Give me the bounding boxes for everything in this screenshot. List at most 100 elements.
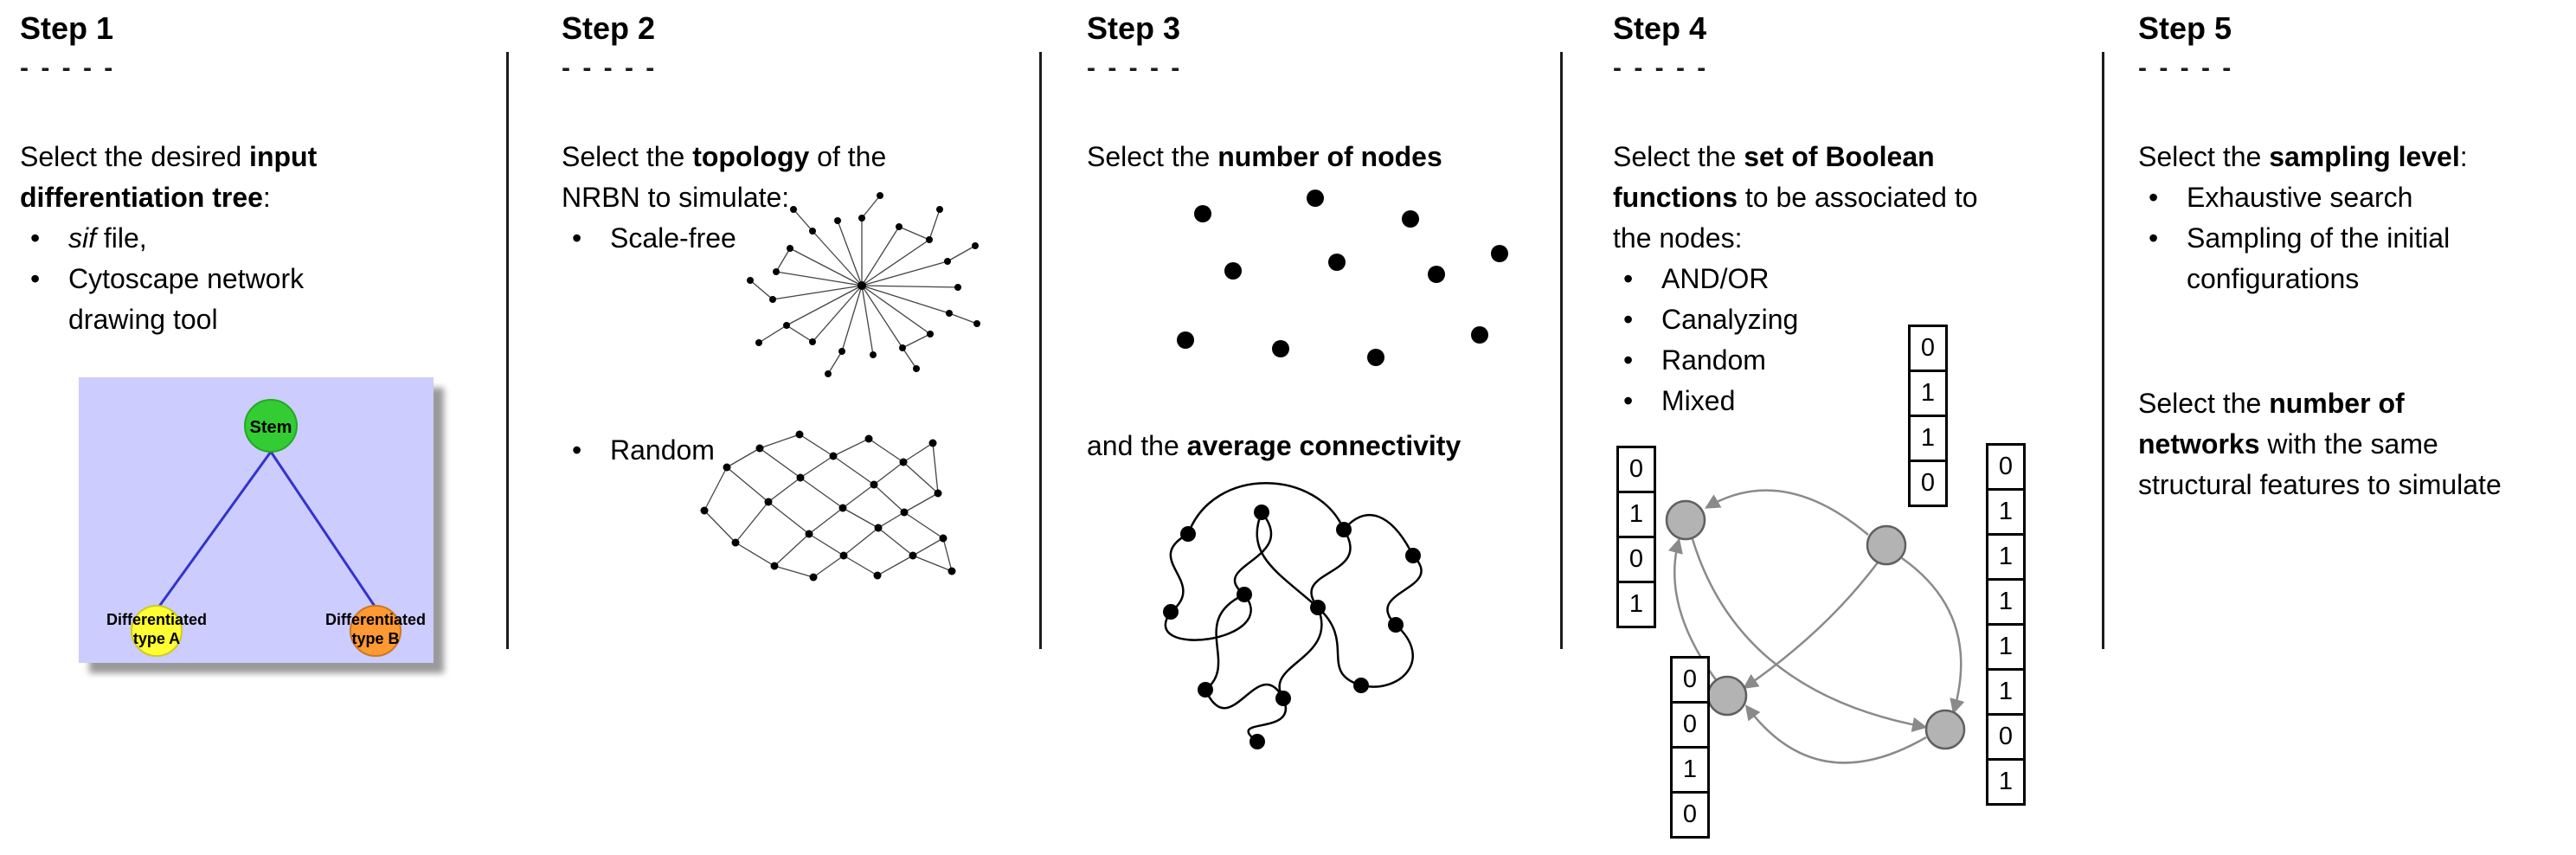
text-run: and the — [1087, 430, 1187, 461]
scale-free-network-svg — [747, 192, 980, 377]
text-run: Select the desired — [20, 141, 250, 172]
bullet-item-mixed: Mixed — [1613, 381, 2097, 421]
text-run: Canalyzing — [1661, 304, 1799, 335]
text-run-bold: sampling level — [2269, 141, 2460, 172]
step-4-column: Step 4 - - - - - Select the set of Boole… — [1613, 0, 2097, 851]
type-a-label-line2: type A — [133, 630, 180, 647]
differentiation-tree-figure: Stem Differentiated type A Differentiate… — [79, 377, 434, 663]
step-3-connectivity-line: and the average connectivity — [1087, 426, 1461, 466]
text-run-bold: number of — [2269, 388, 2405, 419]
step-5-intro-line: Select the sampling level: — [2138, 137, 2545, 177]
connectivity-network-svg — [1163, 482, 1423, 749]
text-run-bold: input — [249, 141, 318, 172]
text-run: with the same — [2259, 428, 2438, 460]
text-run: Random — [1661, 344, 1766, 376]
bullet-item-scale-free: Scale-free — [562, 218, 1029, 259]
step-4-title: Step 4 — [1613, 10, 1707, 46]
random-nodes — [700, 430, 956, 582]
step-2-title: Step 2 — [562, 10, 656, 46]
step-1-intro-line: Select the desired input — [20, 137, 487, 177]
column-divider — [1039, 52, 1042, 649]
truth-table-cell: 1 — [1986, 488, 2026, 536]
text-run: Random — [610, 434, 715, 466]
truth-table-left: 0 1 0 1 — [1616, 446, 1656, 628]
tree-edge-left — [157, 451, 273, 608]
truth-table-cell: 1 — [1986, 623, 2026, 671]
step-3-dashes: - - - - - — [1087, 54, 1183, 82]
truth-table-cell: 0 — [1908, 325, 1948, 372]
text-run: Select the — [2138, 388, 2270, 419]
scale-free-network-figure — [723, 183, 992, 400]
step-5-networks-line: networks with the same — [2138, 424, 2502, 465]
truth-table-cell: 0 — [1616, 446, 1656, 493]
text-run: Sampling of the initial configurations — [2187, 222, 2451, 294]
truth-table-cell: 0 — [1616, 536, 1656, 583]
truth-table-cell: 0 — [1986, 443, 2026, 491]
step-1-title: Step 1 — [20, 10, 114, 46]
column-divider — [506, 52, 509, 649]
text-run: Select the — [1613, 141, 1744, 172]
connectivity-edges — [1164, 482, 1423, 742]
truth-table-top: 0 1 1 0 — [1908, 325, 1948, 507]
gene-node — [1866, 524, 1907, 566]
truth-table-cell: 0 — [1908, 460, 1948, 507]
text-run: of the — [809, 141, 887, 172]
step-2-intro-line: Select the topology of the — [562, 137, 1029, 177]
text-run-bold: functions — [1613, 182, 1738, 213]
random-edges — [703, 434, 953, 578]
tree-edge-right — [269, 451, 377, 608]
boolean-network-svg — [1665, 489, 1966, 764]
text-run-bold: networks — [2138, 428, 2260, 460]
gene-node — [1665, 499, 1706, 541]
truth-table-cell: 0 — [1670, 791, 1710, 839]
text-run-italic: sif — [68, 222, 96, 254]
text-run: file, — [96, 222, 147, 254]
step-5-networks-paragraph: Select the number of networks with the s… — [2138, 383, 2502, 505]
step-1-dashes: - - - - - — [20, 54, 116, 82]
text-run: Mixed — [1661, 385, 1736, 416]
bullet-item-sampling-initial-configurations: Sampling of the initial configurations — [2138, 218, 2536, 299]
stem-node — [244, 399, 298, 453]
step-3-column: Step 3 - - - - - Select the number of no… — [1087, 0, 1623, 851]
step-5-column: Step 5 - - - - - Select the sampling lev… — [2138, 0, 2545, 851]
text-run-bold: average connectivity — [1186, 430, 1461, 461]
text-run: : — [2459, 141, 2468, 172]
step-1-text: Select the desired input differentiation… — [20, 137, 487, 340]
boolean-network-figure — [1609, 320, 2103, 855]
gene-node — [1924, 709, 1966, 750]
truth-table-cell: 0 — [1986, 713, 2026, 761]
boolean-network-nodes — [1665, 499, 1966, 750]
type-a-node — [131, 605, 183, 657]
truth-table-cell: 1 — [1986, 758, 2026, 806]
truth-table-bottom-left: 0 0 1 0 — [1670, 656, 1710, 839]
step-4-intro-line: functions to be associated to — [1613, 177, 2097, 218]
text-run: Scale-free — [610, 222, 736, 254]
step-5-dashes: - - - - - — [2138, 54, 2234, 82]
truth-table-cell: 1 — [1986, 578, 2026, 626]
text-run: Select the — [1087, 141, 1218, 172]
step-5-text: Select the sampling level: Exhaustive se… — [2138, 137, 2545, 299]
truth-table-cell: 0 — [1670, 656, 1710, 704]
connectivity-network-figure — [1140, 478, 1452, 759]
text-run-bold: set of Boolean — [1744, 141, 1935, 172]
type-b-label-line1: Differentiated — [325, 611, 426, 628]
scale-free-edges — [749, 195, 978, 375]
step-4-dashes: - - - - - — [1613, 54, 1709, 82]
truth-table-cell: 1 — [1986, 668, 2026, 716]
step-2-dashes: - - - - - — [562, 54, 658, 82]
step-5-networks-line: structural features to simulate — [2138, 465, 2502, 505]
truth-table-cell: 1 — [1616, 491, 1656, 538]
gene-node — [1706, 675, 1748, 717]
type-a-label-line1: Differentiated — [106, 611, 207, 628]
step-1-column: Step 1 - - - - - Select the desired inpu… — [20, 0, 487, 851]
step-5-title: Step 5 — [2138, 10, 2232, 46]
differentiation-tree-svg: Stem Differentiated type A Differentiate… — [79, 377, 434, 663]
step-2-text: Select the topology of the NRBN to simul… — [562, 137, 1029, 259]
scale-free-nodes — [747, 192, 980, 377]
step-2-intro-line: NRBN to simulate: — [562, 177, 1029, 218]
random-network-svg — [700, 430, 956, 582]
bullet-item-sif-file: sif file, — [20, 218, 363, 259]
truth-table-right: 0 1 1 1 1 1 0 1 — [1986, 443, 2026, 806]
text-run-bold: topology — [692, 141, 810, 172]
